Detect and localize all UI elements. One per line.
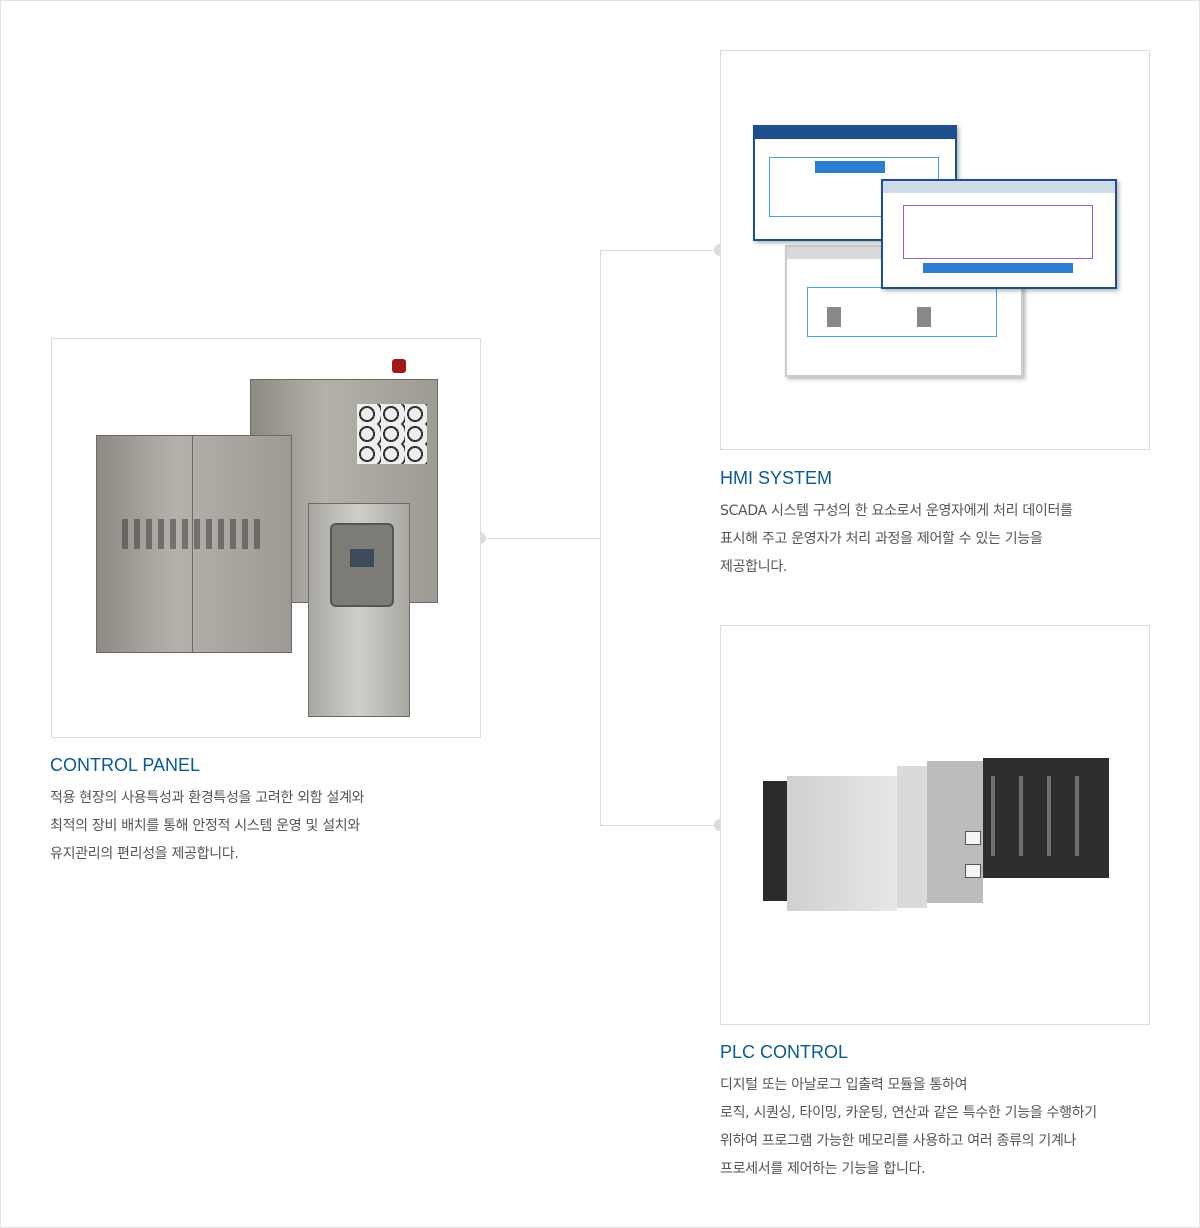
section-title: CONTROL PANEL [50,755,201,775]
connector-line [481,538,601,539]
section-description: 디지털 또는 아날로그 입출력 모듈을 통하여 로직, 시퀀싱, 타이밍, 카운… [720,1071,1097,1183]
description-line: 표시해 주고 운영자가 처리 과정을 제어할 수 있는 기능을 [720,531,1043,547]
description-line: 적용 현장의 사용특성과 환경특성을 고려한 외함 설계와 [50,790,365,806]
connector-line [600,250,601,826]
description-line: 위하여 프로그램 가능한 메모리를 사용하고 여러 종류의 기계나 [720,1133,1077,1149]
description-line: 최적의 장비 배치를 통해 안정적 시스템 운영 및 설치와 [50,818,360,834]
description-line: 유지관리의 편리성을 제공합니다. [50,846,239,862]
connector-line [600,250,720,251]
section-description: SCADA 시스템 구성의 한 요소로서 운영자에게 처리 데이터를 표시해 주… [720,497,1073,581]
section-title: HMI SYSTEM [720,468,833,488]
description-line: 프로세서를 제어하는 기능을 합니다. [720,1161,926,1177]
section-description: 적용 현장의 사용특성과 환경특성을 고려한 외함 설계와 최적의 장비 배치를… [50,784,365,868]
description-line: SCADA 시스템 구성의 한 요소로서 운영자에게 처리 데이터를 [720,503,1073,519]
section-title: PLC CONTROL [720,1042,849,1062]
description-line: 디지털 또는 아날로그 입출력 모듈을 통하여 [720,1077,968,1093]
control-panel-image [51,338,481,738]
connector-line [600,825,720,826]
plc-control-image [720,625,1150,1025]
description-line: 로직, 시퀀싱, 타이밍, 카운팅, 연산과 같은 특수한 기능을 수행하기 [720,1105,1097,1121]
description-line: 제공합니다. [720,559,788,575]
hmi-system-image [720,50,1150,450]
